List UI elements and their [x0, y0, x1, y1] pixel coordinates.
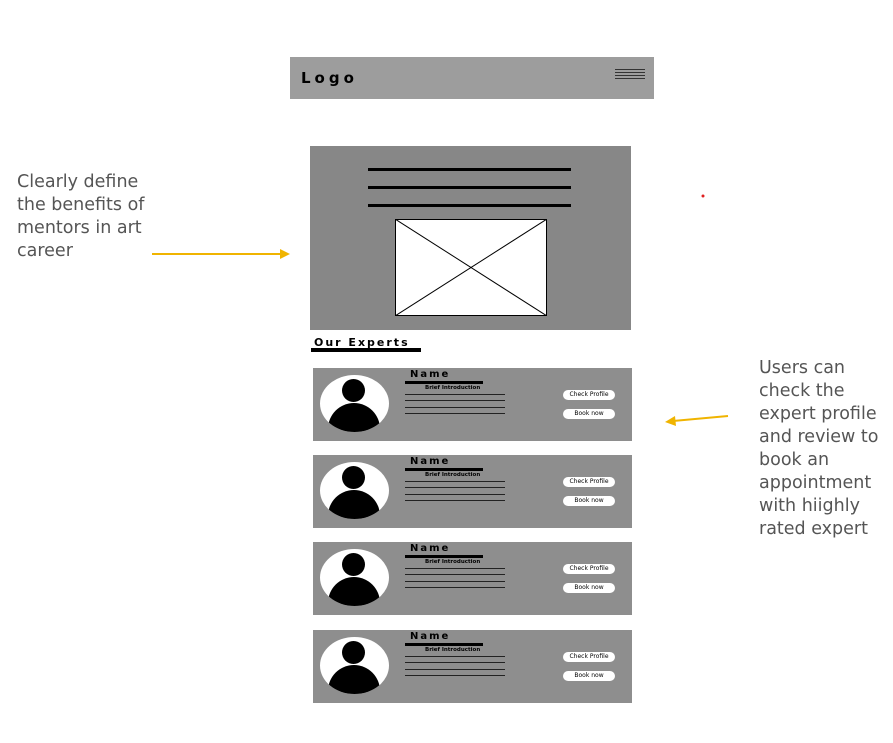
intro-text-line	[405, 662, 505, 663]
expert-intro: Brief Introduction	[425, 385, 481, 391]
expert-card: Name Brief Introduction Check Profile Bo…	[313, 368, 632, 441]
intro-text-line	[405, 669, 505, 670]
name-underline	[405, 381, 483, 384]
hero-headline-line	[368, 204, 571, 207]
expert-intro: Brief Introduction	[425, 559, 481, 565]
intro-text-line	[405, 574, 505, 575]
annotation-left-note: Clearly define the benefits of mentors i…	[17, 172, 145, 261]
book-now-button[interactable]: Book now	[563, 671, 615, 681]
book-now-button[interactable]: Book now	[563, 496, 615, 506]
check-profile-button[interactable]: Check Profile	[563, 652, 615, 662]
section-title-underline	[311, 348, 421, 352]
header-bar: Logo	[290, 57, 654, 99]
intro-text-line	[405, 587, 505, 588]
red-dot	[701, 194, 705, 198]
section-title-our-experts: Our Experts	[314, 336, 410, 349]
hero-headline-line	[368, 168, 571, 171]
intro-text-line	[405, 413, 505, 414]
hamburger-menu-icon[interactable]	[615, 69, 645, 81]
logo[interactable]: Logo	[301, 69, 358, 87]
expert-name: Name	[410, 456, 451, 467]
hero-headline-line	[368, 186, 571, 189]
intro-text-line	[405, 494, 505, 495]
expert-card: Name Brief Introduction Check Profile Bo…	[313, 542, 632, 615]
expert-intro: Brief Introduction	[425, 647, 481, 653]
name-underline	[405, 643, 483, 646]
expert-name: Name	[410, 369, 451, 380]
left-arrow	[152, 249, 290, 259]
name-underline	[405, 555, 483, 558]
intro-text-line	[405, 500, 505, 501]
intro-text-line	[405, 581, 505, 582]
avatar-icon	[320, 637, 389, 694]
intro-text-line	[405, 400, 505, 401]
expert-card: Name Brief Introduction Check Profile Bo…	[313, 630, 632, 703]
avatar-icon	[320, 462, 389, 519]
hero-banner	[310, 146, 631, 330]
intro-text-line	[405, 656, 505, 657]
avatar-icon	[320, 375, 389, 432]
book-now-button[interactable]: Book now	[563, 583, 615, 593]
intro-text-line	[405, 481, 505, 482]
intro-text-line	[405, 394, 505, 395]
intro-text-line	[405, 407, 505, 408]
right-arrow	[665, 415, 729, 426]
expert-name: Name	[410, 631, 451, 642]
book-now-button[interactable]: Book now	[563, 409, 615, 419]
expert-name: Name	[410, 543, 451, 554]
intro-text-line	[405, 675, 505, 676]
expert-card: Name Brief Introduction Check Profile Bo…	[313, 455, 632, 528]
expert-intro: Brief Introduction	[425, 472, 481, 478]
intro-text-line	[405, 568, 505, 569]
check-profile-button[interactable]: Check Profile	[563, 564, 615, 574]
intro-text-line	[405, 487, 505, 488]
check-profile-button[interactable]: Check Profile	[563, 390, 615, 400]
image-placeholder-icon	[395, 219, 547, 316]
annotation-right-note: Users can check the expert profile and r…	[759, 358, 879, 539]
name-underline	[405, 468, 483, 471]
avatar-icon	[320, 549, 389, 606]
check-profile-button[interactable]: Check Profile	[563, 477, 615, 487]
